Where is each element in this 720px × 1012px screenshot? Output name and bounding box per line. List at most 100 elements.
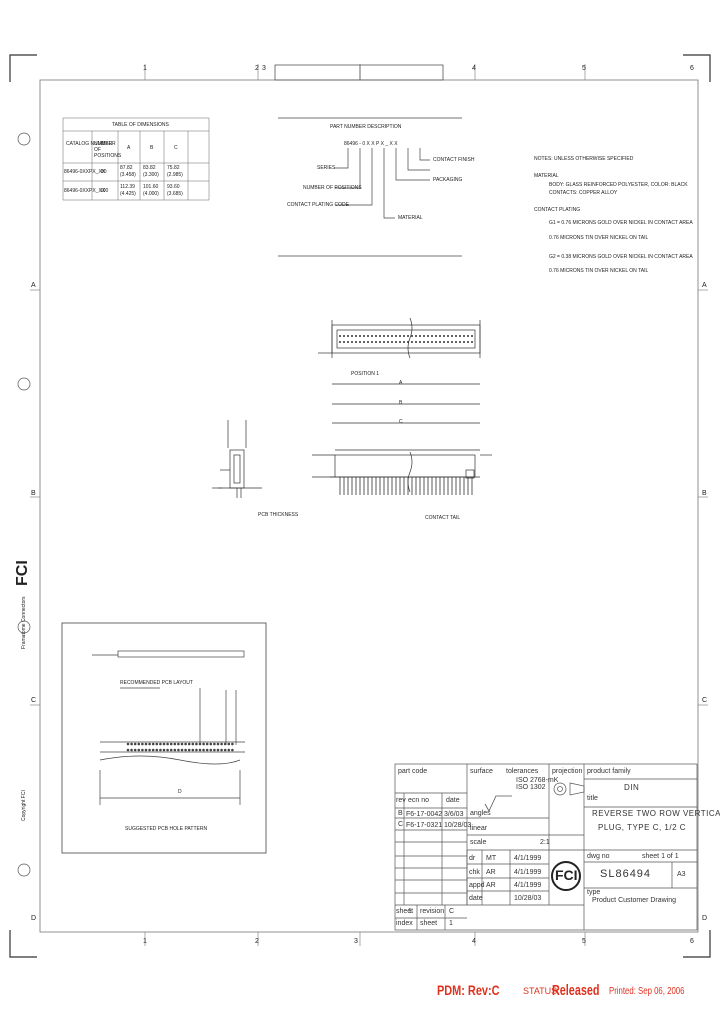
view-board: PCB THICKNESS	[258, 512, 299, 518]
tb-rev-b-ecn: F6-17-0042	[406, 811, 443, 818]
pcb-hole	[130, 742, 133, 746]
notes-plating-2: 0.76 MICRONS TIN OVER NICKEL ON TAIL	[549, 235, 649, 241]
part-desc-series: SERIES	[317, 165, 336, 171]
notes-plating-1: G1 = 0.76 MICRONS GOLD OVER NICKEL IN CO…	[549, 220, 693, 226]
pcb-hole	[184, 748, 187, 752]
pcb-hole	[155, 748, 159, 752]
contact-pin	[411, 341, 413, 343]
contact-pin	[419, 335, 421, 337]
pdm-footer: PDM: Rev:C STATUS Released Printed: Sep …	[0, 982, 720, 1002]
contact-pin	[359, 341, 361, 343]
contact-pin	[387, 335, 389, 337]
tb-index-label: index	[396, 920, 413, 927]
tb-sign-date-role: date	[469, 895, 483, 902]
pcb-hole	[180, 748, 184, 752]
zone-bottom-5: 5	[582, 938, 586, 945]
dim-d-label: D	[178, 789, 182, 795]
contact-pin	[343, 341, 345, 343]
tb-product-family-label: product family	[587, 768, 631, 775]
pcb-hole	[187, 748, 191, 752]
tb-dwg-no-label: dwg no	[587, 853, 610, 860]
pcb-hole	[223, 748, 227, 752]
tb-dwg-no: SL86494	[600, 868, 652, 880]
dim-table-header-part: CATALOG NUMBER	[66, 141, 113, 147]
dim-row-1-b-in: (3.300)	[143, 172, 159, 178]
contact-pin	[387, 341, 389, 343]
pcb-hole	[141, 748, 144, 752]
zone-top-6: 6	[690, 65, 694, 72]
zone-bottom-6: 6	[690, 938, 694, 945]
contact-pin	[347, 341, 349, 343]
part-desc-material: MATERIAL	[398, 215, 423, 221]
tb-title-label: title	[587, 795, 598, 802]
tb-tol-1: ISO 2768-mK	[516, 777, 559, 784]
row-left-c: C	[31, 697, 37, 704]
pcb-hole	[166, 742, 169, 746]
view-pos1: POSITION 1	[351, 371, 380, 377]
contact-pin	[423, 335, 425, 337]
contact-pin	[467, 341, 469, 343]
pcb-hole	[198, 748, 202, 752]
tb-sign-chk-date: 4/1/1999	[514, 869, 542, 876]
contact-pin	[447, 341, 449, 343]
status-value: Released	[552, 982, 600, 999]
tb-title-line-2: PLUG, TYPE C, 1/2 C	[598, 823, 687, 832]
contact-pin	[431, 341, 433, 343]
tb-size: A3	[677, 871, 686, 878]
contact-pin	[339, 341, 341, 343]
contact-pin	[383, 335, 385, 337]
dim-table-title: TABLE OF DIMENSIONS	[112, 122, 169, 128]
pcb-hole	[173, 742, 177, 746]
contact-pin	[395, 341, 397, 343]
dim-row-2-pos: 100	[100, 188, 109, 194]
pcb-hole	[195, 742, 198, 746]
pcb-hole	[173, 748, 177, 752]
row-left-d: D	[31, 915, 37, 922]
contact-pin	[431, 335, 433, 337]
tb-scale-label: scale	[470, 839, 487, 846]
dim-row-1-part: 86496-0XXPX_XX	[64, 169, 106, 175]
pcb-hole	[151, 748, 155, 752]
pcb-hole	[148, 748, 151, 752]
tb-date-col: date	[446, 797, 460, 804]
zone-top-1: 1	[143, 65, 147, 72]
pcb-hole	[148, 742, 151, 746]
pcb-hole	[191, 748, 195, 752]
zone-top-5: 5	[582, 65, 586, 72]
part-desc-title: PART NUMBER DESCRIPTION	[330, 124, 402, 130]
pcb-hole	[155, 742, 159, 746]
contact-pin	[367, 335, 369, 337]
part-desc-plating: CONTACT PLATING CODE	[287, 202, 349, 208]
contact-pin	[407, 335, 409, 337]
contact-pin	[391, 335, 393, 337]
tb-sheet-label: sheet 1 of 1	[642, 853, 679, 860]
contact-pin	[427, 335, 429, 337]
dim-row-2-c-in: (3.685)	[167, 191, 183, 197]
pcb-hole	[177, 742, 180, 746]
zone-bottom-2: 2	[255, 938, 259, 945]
pcb-hole	[126, 748, 130, 752]
pcb-hole	[227, 742, 231, 746]
dim-row-1-a: 87.82	[120, 165, 133, 171]
tb-sign-dr-name: MT	[486, 855, 497, 862]
contact-pin	[415, 341, 417, 343]
contact-pin	[399, 341, 401, 343]
contact-pin	[463, 335, 465, 337]
pcb-hole	[169, 748, 173, 752]
pcb-hole	[133, 742, 137, 746]
row-left-a: A	[31, 282, 36, 289]
tb-revision-value: C	[449, 908, 455, 915]
part-desc-code: 86496 - 0 X X P X _ X X	[344, 141, 398, 147]
pcb-hole	[231, 742, 234, 746]
contact-pin	[427, 341, 429, 343]
contact-pin	[439, 335, 441, 337]
dim-row-2-c: 93.60	[167, 184, 180, 190]
pcb-hole	[162, 748, 166, 752]
contact-pin	[351, 335, 353, 337]
notes-material-1: BODY: GLASS REINFORCED POLYESTER, COLOR:…	[549, 182, 688, 188]
row-right-d: D	[702, 915, 708, 922]
contact-pin	[371, 341, 373, 343]
dim-row-1-c: 75.82	[167, 165, 180, 171]
pcb-hole	[191, 742, 195, 746]
zone-bottom-4: 4	[472, 938, 476, 945]
